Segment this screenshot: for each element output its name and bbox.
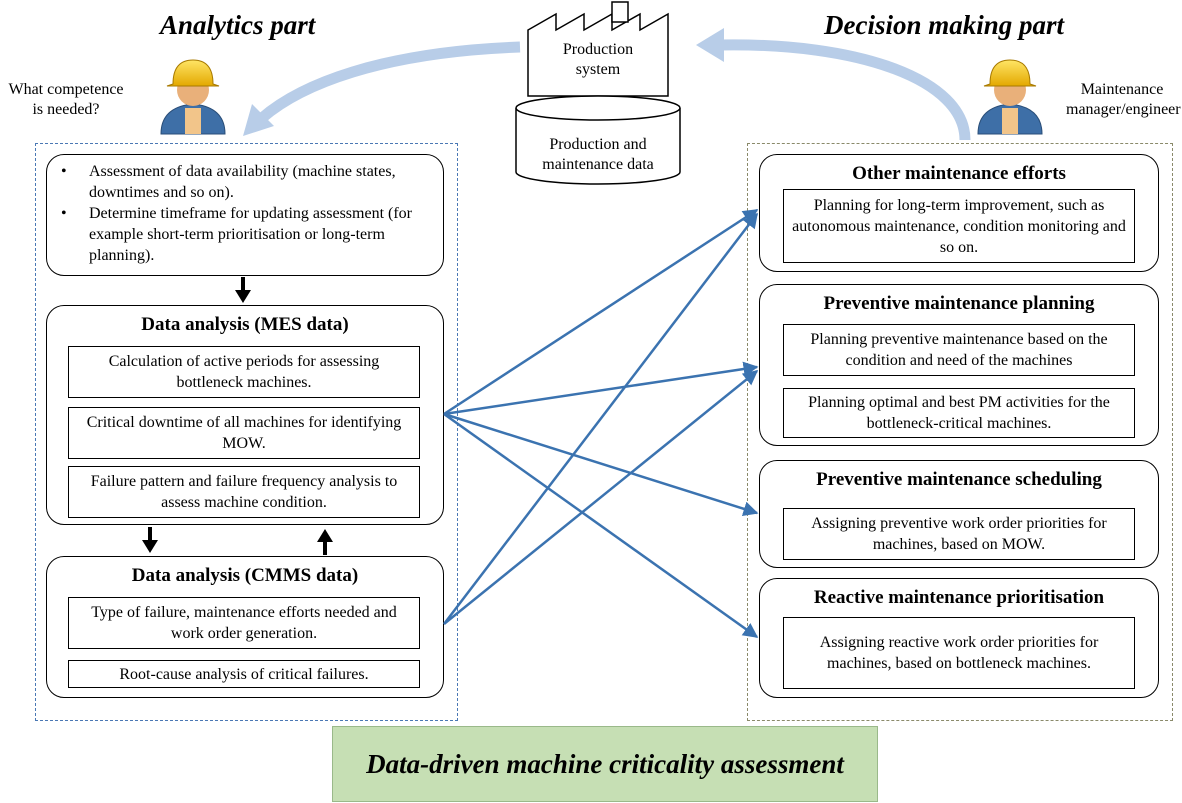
decision-item: Planning optimal and best PM activities … — [783, 388, 1135, 438]
flow-arrow-right — [717, 39, 971, 141]
connector-cmms-other — [443, 212, 758, 625]
flow-arrow-left — [258, 41, 521, 123]
connector-cmms-pm-planning — [443, 370, 759, 625]
competence-question: What competence is needed? — [8, 81, 124, 118]
decision-title-pm-planning: Preventive maintenance planning — [823, 293, 1095, 314]
decision-item: Planning for long-term improvement, such… — [783, 189, 1135, 263]
cmms-item: Root-cause analysis of critical failures… — [68, 660, 420, 688]
connector-mes-pm-planning — [443, 361, 759, 416]
flow-arrow-left-head — [243, 104, 274, 136]
decision-title: Decision making part — [824, 10, 1065, 40]
footer-title: Data-driven machine criticality assessme… — [366, 748, 844, 779]
mes-item: Calculation of active periods for assess… — [68, 346, 420, 398]
connector-mes-reactive — [443, 412, 759, 639]
mes-item: Failure pattern and failure frequency an… — [68, 466, 420, 518]
connector-mes-pm-scheduling — [443, 412, 759, 517]
decision-item: Assigning preventive work order prioriti… — [783, 508, 1135, 560]
decision-title-other: Other maintenance efforts — [852, 163, 1066, 184]
decision-item: Assigning reactive work order priorities… — [783, 617, 1135, 689]
production-system-label: Production system — [562, 41, 634, 78]
manager-role-label: Maintenance manager/engineer — [1066, 81, 1181, 118]
cmms-title: Data analysis (CMMS data) — [131, 565, 359, 586]
connector-mes-other — [443, 208, 759, 416]
prep-bullet: Determine timeframe for updating assessm… — [61, 203, 433, 266]
footer-banner: Data-driven machine criticality assessme… — [332, 726, 878, 802]
cmms-item: Type of failure, maintenance efforts nee… — [68, 597, 420, 649]
analytics-title: Analytics part — [160, 10, 316, 40]
worker-icon — [160, 59, 226, 135]
mes-item: Critical downtime of all machines for id… — [68, 407, 420, 459]
worker-icon — [977, 59, 1043, 135]
decision-title-pm-scheduling: Preventive maintenance scheduling — [816, 469, 1102, 490]
decision-item: Planning preventive maintenance based on… — [783, 324, 1135, 376]
prep-bullet: Assessment of data availability (machine… — [61, 161, 433, 203]
flow-arrow-right-head — [696, 28, 724, 62]
mes-title: Data analysis (MES data) — [141, 314, 349, 335]
data-preparation-box: Assessment of data availability (machine… — [46, 154, 444, 276]
decision-title-reactive: Reactive maintenance prioritisation — [813, 587, 1105, 608]
database-label: Production and maintenance data — [542, 136, 654, 173]
